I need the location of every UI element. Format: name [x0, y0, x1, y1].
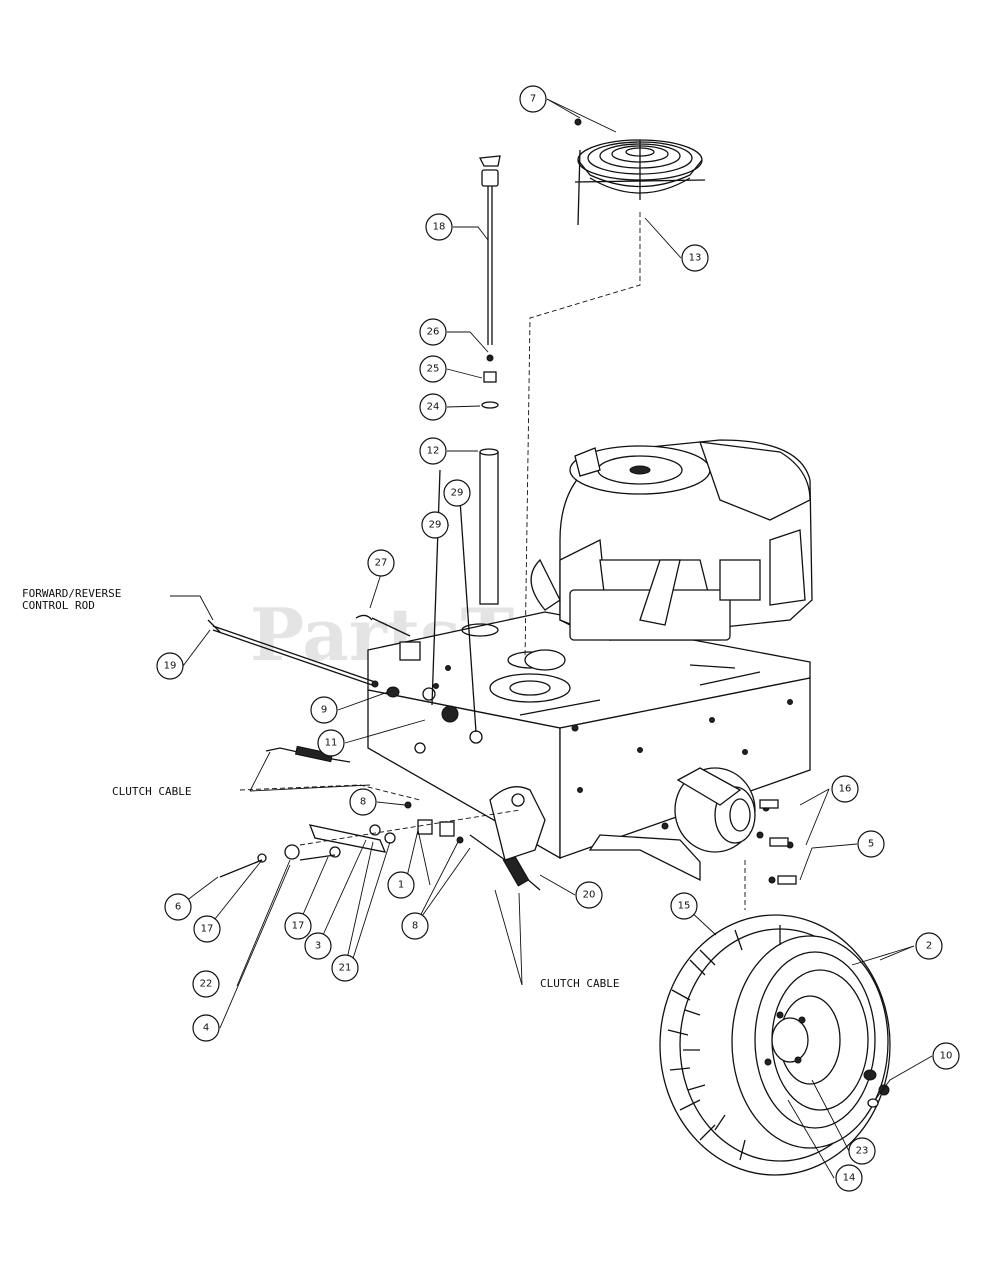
clutch-cable-lower-label: CLUTCH CABLE: [540, 977, 619, 990]
svg-text:5: 5: [868, 839, 874, 850]
svg-text:29: 29: [451, 488, 464, 499]
small-hardware: [355, 469, 483, 744]
engine: [524, 439, 813, 671]
svg-text:3: 3: [315, 941, 321, 952]
callout-29-lower: 29: [421, 511, 449, 539]
svg-text:8: 8: [360, 797, 366, 808]
forward-reverse-control-rod: [207, 619, 379, 688]
clutch-cable-upper-label: CLUTCH CABLE: [112, 785, 191, 798]
svg-text:29: 29: [429, 520, 442, 531]
svg-text:17: 17: [292, 921, 305, 932]
svg-text:16: 16: [839, 784, 852, 795]
callout-2: 2: [915, 932, 943, 960]
callout-8-upper: 8: [349, 788, 377, 816]
text-labels: FORWARD/REVERSE CONTROL ROD CLUTCH CABLE…: [22, 587, 619, 990]
transaxle: [588, 767, 797, 910]
callout-17-left: 17: [193, 915, 221, 943]
svg-text:10: 10: [940, 1051, 953, 1062]
svg-text:11: 11: [325, 738, 338, 749]
svg-text:19: 19: [164, 661, 177, 672]
clutch-bracket: [219, 786, 546, 878]
svg-text:12: 12: [427, 446, 440, 457]
svg-text:21: 21: [339, 963, 352, 974]
svg-text:9: 9: [321, 705, 327, 716]
callout-23: 23: [848, 1137, 876, 1165]
callout-3: 3: [304, 932, 332, 960]
callout-11: 11: [317, 729, 345, 757]
upper-clutch-cable: [239, 745, 421, 801]
svg-text:27: 27: [375, 558, 388, 569]
svg-text:1: 1: [398, 880, 404, 891]
svg-text:13: 13: [689, 253, 702, 264]
callout-17-right: 17: [284, 912, 312, 940]
callout-26: 26: [419, 318, 447, 346]
callout-16: 16: [831, 775, 859, 803]
callout-29-upper: 29: [443, 479, 471, 507]
svg-text:26: 26: [427, 327, 440, 338]
svg-text:25: 25: [427, 364, 440, 375]
svg-text:18: 18: [433, 222, 446, 233]
svg-text:6: 6: [175, 902, 181, 913]
svg-text:17: 17: [201, 924, 214, 935]
callout-4: 4: [192, 1014, 220, 1042]
fan-guard: [574, 118, 706, 226]
callout-19: 19: [156, 652, 184, 680]
fan-guard-alignment-line: [524, 212, 641, 661]
svg-text:7: 7: [530, 94, 536, 105]
callout-5: 5: [857, 830, 885, 858]
callout-20: 20: [575, 881, 603, 909]
svg-text:23: 23: [856, 1146, 869, 1157]
control-rod-label: CONTROL ROD: [22, 599, 95, 612]
svg-text:20: 20: [583, 890, 596, 901]
callout-8-lower: 8: [401, 912, 429, 940]
callout-15: 15: [670, 892, 698, 920]
svg-text:22: 22: [200, 979, 213, 990]
forward-reverse-label: FORWARD/REVERSE: [22, 587, 121, 600]
callout-22: 22: [192, 970, 220, 998]
callout-21: 21: [331, 954, 359, 982]
callout-9: 9: [310, 696, 338, 724]
callout-18: 18: [425, 213, 453, 241]
svg-text:24: 24: [427, 402, 440, 413]
callout-13: 13: [681, 244, 709, 272]
callout-10: 10: [932, 1042, 960, 1070]
svg-text:15: 15: [678, 901, 691, 912]
callout-14: 14: [835, 1164, 863, 1192]
svg-text:4: 4: [203, 1023, 209, 1034]
callout-6: 6: [164, 893, 192, 921]
svg-text:2: 2: [926, 941, 932, 952]
callout-7: 7: [519, 85, 547, 113]
callout-12: 12: [419, 437, 447, 465]
svg-text:14: 14: [843, 1173, 856, 1184]
callout-24: 24: [419, 393, 447, 421]
shift-rod-stack: [478, 155, 501, 605]
svg-text:8: 8: [412, 921, 418, 932]
wheel-tire-assembly: [659, 914, 891, 1176]
leader-lines: [170, 98, 933, 1179]
callout-25: 25: [419, 355, 447, 383]
callout-1: 1: [387, 871, 415, 899]
callout-27: 27: [367, 549, 395, 577]
